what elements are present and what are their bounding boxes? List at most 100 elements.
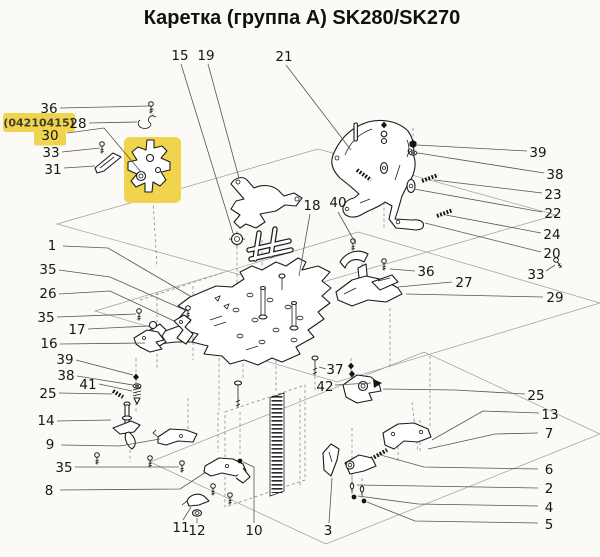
callout-label-12: 12 bbox=[188, 523, 205, 539]
pin-6 bbox=[370, 448, 388, 461]
callout-label-39: 39 bbox=[56, 352, 73, 368]
callout-21: 21 bbox=[275, 49, 352, 151]
leader-line-5 bbox=[366, 501, 539, 524]
callout-25: 25 bbox=[382, 388, 545, 404]
screw-2a bbox=[349, 482, 355, 493]
callout-22: 22 bbox=[413, 188, 562, 222]
part-code-label: (04210415) bbox=[3, 117, 74, 130]
leader-line-40 bbox=[337, 211, 357, 245]
nut-39 bbox=[409, 140, 417, 148]
callout-label-38: 38 bbox=[546, 167, 563, 183]
callout-label-6: 6 bbox=[545, 462, 554, 478]
leader-line-35 bbox=[56, 313, 137, 318]
part-clamp-plate bbox=[246, 226, 294, 262]
pointer-42 bbox=[373, 379, 382, 388]
leader-line-11 bbox=[182, 506, 192, 521]
leader-line-16 bbox=[59, 342, 146, 345]
long-screw-bottom bbox=[233, 380, 243, 408]
callout-25: 25 bbox=[39, 386, 113, 402]
cluster-42-bracket bbox=[342, 362, 382, 404]
callout-label-7: 7 bbox=[545, 426, 554, 442]
callout-label-19: 19 bbox=[197, 48, 214, 64]
callout-label-30: 30 bbox=[41, 128, 58, 144]
leader-line-17 bbox=[87, 325, 150, 330]
callout-2: 2 bbox=[356, 481, 554, 497]
callout-label-8: 8 bbox=[45, 483, 54, 499]
part-16-17-latch bbox=[133, 320, 165, 353]
part-14-pin-assembly bbox=[112, 401, 141, 450]
spring-on-frame bbox=[355, 168, 373, 182]
leader-line-2 bbox=[356, 484, 539, 489]
callout-26: 26 bbox=[39, 286, 175, 322]
callout-label-37: 37 bbox=[326, 362, 343, 378]
part-1-carriage-plate bbox=[149, 257, 332, 366]
part-27-slotted bbox=[371, 274, 399, 291]
screw-37 bbox=[311, 355, 319, 375]
leader-line-15 bbox=[180, 63, 235, 237]
pin-on-frame bbox=[353, 122, 358, 142]
callout-label-33: 33 bbox=[527, 267, 544, 283]
callout-39: 39 bbox=[416, 144, 547, 161]
leader-line-37 bbox=[318, 366, 327, 370]
knob-17 bbox=[148, 320, 158, 330]
leader-line-33 bbox=[545, 264, 556, 272]
leader-line-23 bbox=[433, 179, 543, 194]
part-13-bracket bbox=[382, 422, 432, 450]
leader-line-24 bbox=[445, 214, 542, 234]
callout-label-15: 15 bbox=[171, 48, 188, 64]
part-19-bracket-plate bbox=[230, 177, 303, 229]
callout-label-39: 39 bbox=[529, 145, 546, 161]
right-link-hardware bbox=[406, 140, 454, 218]
leader-line-25 bbox=[58, 392, 113, 395]
callout-1: 1 bbox=[48, 238, 191, 297]
leader-line-29 bbox=[405, 293, 544, 298]
callout-label-40: 40 bbox=[329, 195, 346, 211]
part-8-bracket bbox=[203, 457, 251, 484]
callout-label-9: 9 bbox=[46, 437, 55, 453]
callout-label-2: 2 bbox=[545, 481, 554, 497]
callout-14: 14 bbox=[37, 413, 112, 429]
screw-under-14 bbox=[94, 452, 100, 465]
callout-41: 41 bbox=[79, 377, 133, 393]
callout-label-24: 24 bbox=[543, 227, 560, 243]
plate-holes bbox=[209, 292, 304, 351]
part-26-bracket bbox=[173, 314, 194, 345]
callout-label-18: 18 bbox=[303, 198, 320, 214]
callout-36: 36 bbox=[40, 101, 150, 117]
part-21-cam-frame bbox=[331, 119, 424, 231]
leader-line-8 bbox=[59, 471, 207, 491]
pin-25-left bbox=[111, 389, 125, 399]
leader-line-33 bbox=[61, 147, 101, 153]
callout-label-14: 14 bbox=[37, 413, 54, 429]
callout-label-41: 41 bbox=[79, 377, 96, 393]
callout-label-3: 3 bbox=[324, 523, 333, 539]
leader-line-41 bbox=[98, 383, 133, 392]
callout-38: 38 bbox=[57, 368, 134, 386]
callout-label-38: 38 bbox=[57, 368, 74, 384]
cluster-bottom-right bbox=[322, 422, 432, 504]
leader-line-38 bbox=[417, 152, 545, 174]
leader-line-6 bbox=[376, 453, 539, 470]
callout-label-35: 35 bbox=[39, 262, 56, 278]
callout-12: 12 bbox=[188, 518, 206, 539]
leader-line-7 bbox=[427, 432, 539, 450]
callout-9: 9 bbox=[46, 437, 161, 453]
callout-33: 33 bbox=[42, 145, 101, 161]
callout-8: 8 bbox=[45, 471, 207, 499]
leader-line-30 bbox=[66, 127, 142, 173]
callout-38: 38 bbox=[417, 152, 564, 183]
leader-line-42 bbox=[334, 382, 372, 386]
callout-4: 4 bbox=[357, 495, 553, 516]
nut-5 bbox=[361, 498, 367, 504]
screw-35-left bbox=[136, 308, 142, 321]
washer-38 bbox=[408, 150, 418, 156]
callout-label-26: 26 bbox=[39, 286, 56, 302]
callout-label-29: 29 bbox=[546, 290, 563, 306]
callout-label-31: 31 bbox=[44, 162, 61, 178]
callout-highlight-box bbox=[34, 126, 66, 146]
callout-36: 36 bbox=[389, 264, 435, 280]
callout-24: 24 bbox=[445, 214, 561, 243]
leader-line-18 bbox=[298, 213, 311, 277]
leader-line-3 bbox=[328, 477, 333, 524]
